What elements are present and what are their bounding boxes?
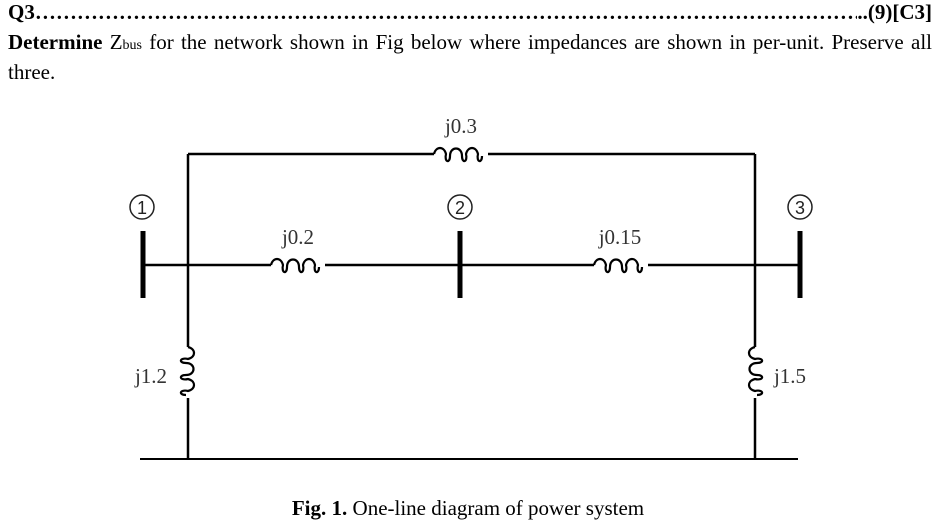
inductor-j1.5 bbox=[747, 345, 764, 397]
bus-1-circle bbox=[129, 194, 155, 220]
bus-2-label: 2 bbox=[455, 198, 465, 218]
question-header: Q3 …………………………………………………………………………………………………… bbox=[8, 0, 932, 26]
bus-3-label: 3 bbox=[795, 198, 805, 218]
zbus-symbol: Zbus bbox=[110, 30, 142, 54]
impedance-label-j1.5: j1.5 bbox=[773, 364, 806, 388]
figure-caption: Fig. 1. One-line diagram of power system bbox=[0, 496, 936, 521]
inductor-j1.2 bbox=[179, 345, 196, 397]
bus-3-circle bbox=[787, 194, 813, 220]
question-number: Q3 bbox=[8, 0, 35, 24]
question-verb: Determine bbox=[8, 30, 103, 54]
impedance-label-j0.15: j0.15 bbox=[598, 225, 642, 249]
impedance-label-j1.2: j1.2 bbox=[134, 364, 167, 388]
caption-prefix: Fig. 1. bbox=[291, 496, 348, 520]
bus-2-circle bbox=[447, 194, 473, 220]
question-text: Determine Zbus for the network shown in … bbox=[8, 29, 932, 86]
inductor-j0.2 bbox=[269, 257, 321, 274]
inductor-j0.15 bbox=[592, 257, 644, 274]
z-subscript: bus bbox=[122, 38, 142, 53]
caption-text: One-line diagram of power system bbox=[347, 496, 645, 520]
bus-1-label: 1 bbox=[137, 198, 147, 218]
impedance-label-j0.3: j0.3 bbox=[444, 114, 477, 138]
question-marks: ..(9)[C3] bbox=[857, 0, 932, 24]
impedance-label-j0.2: j0.2 bbox=[281, 225, 314, 249]
question-body: for the network shown in Fig below where… bbox=[8, 30, 932, 84]
z-letter: Z bbox=[109, 30, 123, 54]
dot-leader: …………………………………………………………………………………………………………… bbox=[34, 0, 858, 24]
inductor-j0.3 bbox=[432, 146, 484, 163]
